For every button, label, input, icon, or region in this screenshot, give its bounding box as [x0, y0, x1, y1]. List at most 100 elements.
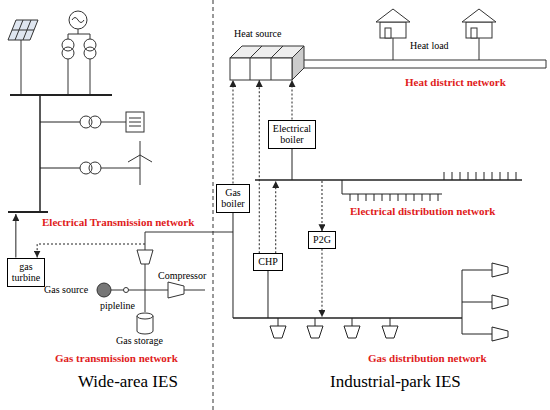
- transmission-bus: [8, 211, 48, 213]
- load-label: Heat load: [410, 40, 449, 52]
- transmission-bus: [8, 95, 112, 212]
- distribution-bus: [382, 194, 383, 201]
- gas-distribution-bus: [233, 263, 508, 341]
- transformer-symbol: [89, 116, 101, 128]
- distribution-bus: [342, 180, 343, 194]
- distribution-bus: [452, 172, 453, 180]
- compressor-symbol: [137, 250, 153, 264]
- gas-storage: [137, 313, 153, 334]
- distribution-bus: [358, 194, 359, 201]
- transformer-symbol: [84, 47, 96, 59]
- gas-storage: [137, 313, 153, 319]
- p2g-box: P2G: [308, 231, 336, 249]
- heat-source-shape: [250, 46, 262, 58]
- solar-panel: [12, 30, 34, 31]
- house: [376, 9, 410, 22]
- wind-turbine: [134, 168, 140, 169]
- gas-source: [124, 288, 129, 293]
- network-name: Gas distribution network: [368, 352, 487, 365]
- gas-distribution-bus: [307, 326, 323, 338]
- power-link: [15, 214, 16, 258]
- storage-symbol: [126, 112, 144, 132]
- generator-symbol: [68, 34, 69, 39]
- wind-turbine: [140, 141, 141, 155]
- distribution-bus: [430, 194, 431, 201]
- distribution-bus: [366, 194, 367, 201]
- gas-distribution-bus: [492, 327, 508, 341]
- generator-symbol: [78, 29, 79, 34]
- transmission-bus: [10, 94, 112, 96]
- wind-turbine: [128, 155, 140, 162]
- distribution-bus: [406, 194, 407, 201]
- distribution-bus: [476, 172, 477, 180]
- wind-turbine: [128, 141, 152, 185]
- distribution-bus: [255, 172, 522, 201]
- gas-distribution-bus: [390, 318, 391, 326]
- gas-distribution-bus: [462, 334, 492, 335]
- node-text: CHP: [258, 256, 277, 268]
- compressor-symbol: [168, 282, 184, 298]
- node-text: P2G: [313, 234, 331, 246]
- energy-flow-arrow: [232, 80, 233, 184]
- generator-symbol: [69, 11, 87, 29]
- storage-symbol: [129, 126, 141, 127]
- gas-turbine-box: gas turbine: [7, 258, 45, 287]
- source-label: Gas source: [44, 284, 88, 296]
- solar-panel: [15, 20, 23, 40]
- distribution-bus: [460, 172, 461, 180]
- transmission-bus: [39, 95, 41, 212]
- house: [462, 9, 496, 22]
- distribution-bus: [422, 194, 423, 201]
- distribution-bus: [438, 194, 439, 201]
- storage-symbol: [126, 112, 144, 132]
- gas-distribution-bus: [270, 326, 286, 338]
- gas-distribution-bus: [315, 318, 316, 326]
- distribution-bus: [500, 172, 501, 180]
- network-name: Electrical Transmission network: [40, 216, 196, 229]
- gas-distribution-bus: [352, 318, 353, 326]
- gas-distribution-bus: [382, 326, 398, 338]
- gas-link: [267, 271, 268, 318]
- distribution-bus: [414, 194, 415, 201]
- storage-symbol: [129, 122, 141, 123]
- node-text: gas turbine: [12, 261, 40, 284]
- distribution-bus: [492, 172, 493, 180]
- power-link: [292, 149, 293, 181]
- network-name: Heat district network: [405, 76, 506, 89]
- generator-symbol: [68, 11, 90, 39]
- region-name: Industrial-park IES: [330, 372, 461, 392]
- node-text: Heat source: [228, 28, 310, 40]
- gas-distribution-bus: [233, 317, 462, 319]
- house: [471, 28, 477, 38]
- storage-label: Gas storage: [116, 335, 163, 347]
- distribution-bus: [342, 194, 442, 195]
- transformer-symbol: [101, 122, 126, 123]
- generator-symbol: [68, 34, 90, 35]
- generator-symbol: [90, 34, 91, 39]
- power-link: [275, 181, 276, 253]
- distribution-bus: [255, 179, 522, 181]
- solar-panel: [21, 40, 22, 95]
- heat-pipe: [302, 68, 546, 69]
- distribution-bus: [374, 194, 375, 201]
- heat-pipe: [302, 60, 546, 68]
- transmission-bus: [40, 168, 80, 169]
- house: [393, 38, 394, 60]
- house: [376, 9, 496, 60]
- region-divider: [213, 0, 214, 410]
- transformer-symbol: [62, 39, 96, 95]
- gas-link: [321, 249, 322, 317]
- transformer-symbol: [101, 168, 134, 169]
- gas-link: [232, 213, 233, 319]
- gas-distribution-bus: [344, 326, 360, 338]
- gas-pipeline: [145, 232, 233, 233]
- heat-source-shape: [230, 46, 304, 80]
- distribution-bus: [516, 172, 517, 180]
- transformer-symbol: [89, 162, 101, 174]
- heat-source-shape: [230, 58, 292, 80]
- node-text: Electrical boiler: [273, 123, 311, 146]
- heat-pipe: [302, 60, 546, 61]
- generator-symbol: [72, 18, 84, 23]
- node-text: Gas boiler: [221, 187, 244, 210]
- gas-distribution-bus: [278, 318, 279, 326]
